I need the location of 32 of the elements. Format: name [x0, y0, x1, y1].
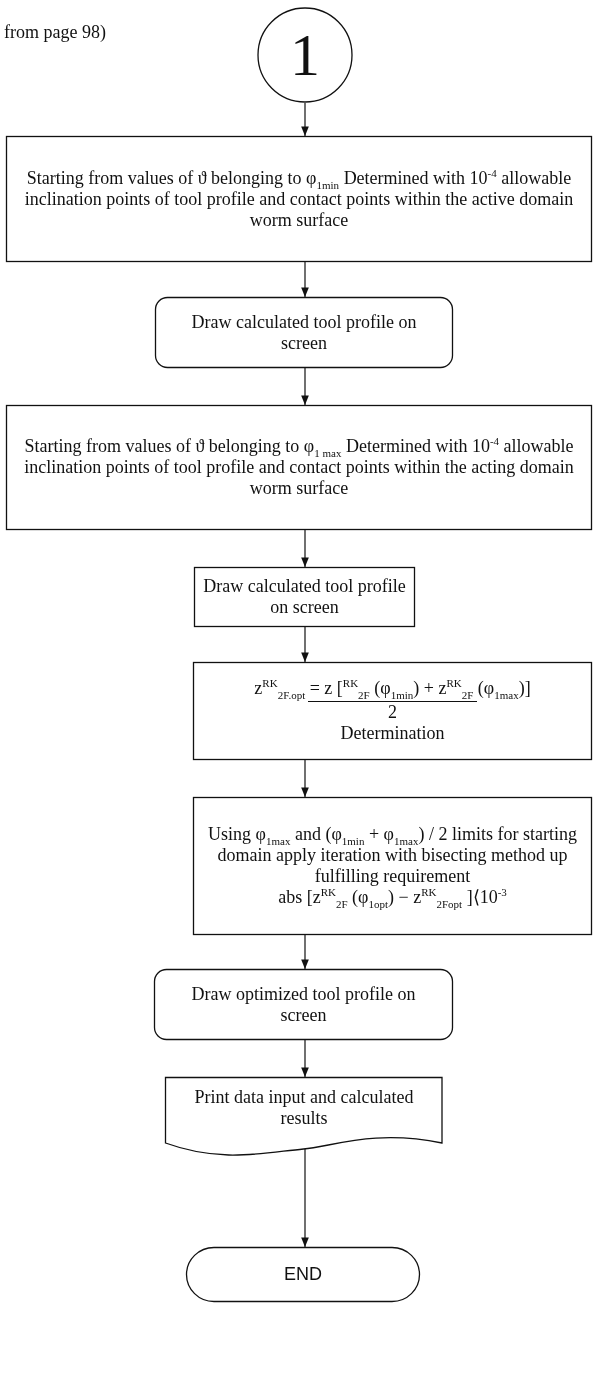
- box-text: Draw calculated tool profile on screen: [190, 311, 418, 354]
- formula-caption: Determination: [340, 723, 445, 744]
- arrow: [301, 759, 309, 798]
- fraction-denominator: 2: [308, 701, 477, 723]
- arrow: [301, 626, 309, 663]
- arrow: [301, 367, 309, 406]
- box-text: END: [284, 1264, 322, 1285]
- document-shape: [165, 1077, 443, 1157]
- process-box: [194, 567, 415, 627]
- arrow: [301, 529, 309, 568]
- display-box: [154, 969, 453, 1040]
- process-box: [193, 797, 592, 935]
- process-box: [6, 405, 592, 530]
- arrow: [301, 102, 309, 137]
- page-reference: from page 98): [4, 22, 106, 43]
- box-text: Print data input and calculated results: [193, 1087, 415, 1129]
- box-text: Starting from values of ϑ belonging to φ$_{1 max}$ Determined with 10$^{-4}$ allowable inclination points of tool profile and contact points within the acting domain worm surface: [23, 436, 575, 499]
- box-text: Draw optimized tool profile on screen: [190, 983, 417, 1026]
- box-text: Draw calculated tool profile on screen: [202, 576, 407, 618]
- requirement-formula: abs [z$^{RK}$$_{2F}$ (φ$_{1opt}$) − z$^{RK}$$_{2Fopt}$ ]⟨10$^{-3}$: [278, 887, 507, 908]
- box-text: Starting from values of ϑ belonging to φ$_{1min}$ Determined with 10$^{-4}$ allowable inclination points of tool profile and contact points within the active domain worm surface: [23, 167, 575, 231]
- arrow: [301, 1148, 309, 1248]
- formula: z$^{RK}$$_{2F.opt}$ = z [$^{RK}$$_{2F}$ (φ$_{1min}$) + z$^{RK}$$_{2F}$ (φ$_{1max}$)]: [254, 678, 531, 701]
- formula-box: [193, 662, 592, 760]
- connector-circle: [257, 7, 353, 103]
- arrow: [301, 934, 309, 970]
- arrow: [301, 261, 309, 298]
- terminator: [186, 1247, 420, 1302]
- process-box: [6, 136, 592, 262]
- display-box: [155, 297, 453, 368]
- connector-number: 1: [290, 25, 320, 85]
- arrow: [301, 1039, 309, 1078]
